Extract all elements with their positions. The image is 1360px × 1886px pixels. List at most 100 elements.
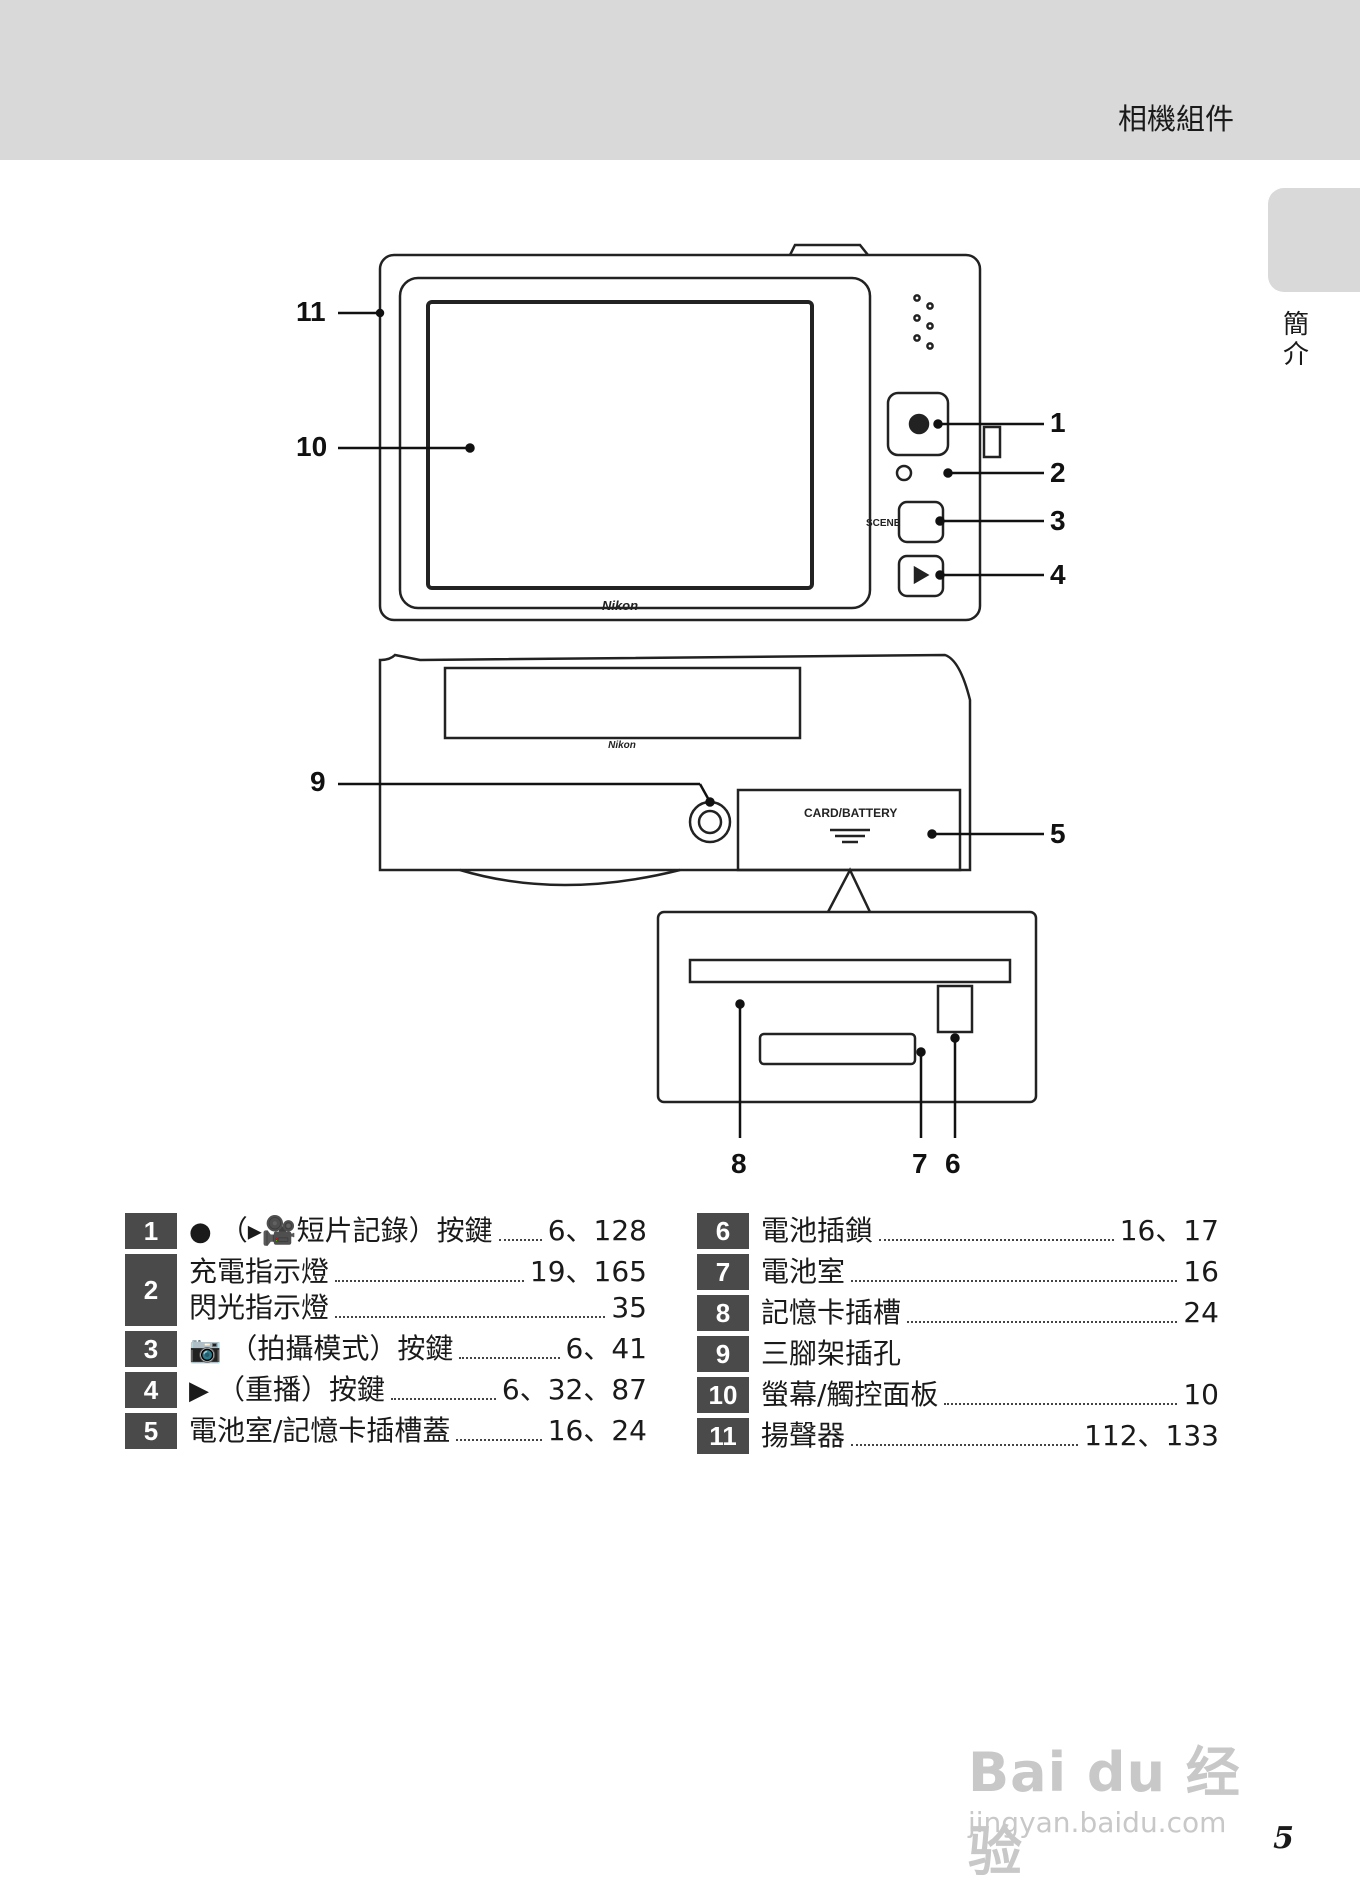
part-label: 充電指示燈: [189, 1255, 330, 1288]
battery-detail: [758, 1032, 917, 1066]
leader-dots: [498, 1238, 542, 1241]
monitor-frame: [398, 276, 872, 610]
page-reference: 16、17: [1119, 1214, 1219, 1247]
page-reference: 6、32、87: [501, 1373, 647, 1406]
parts-table-right: 6 電池插鎖 16、17 7 電池室 16 8 記憶卡插槽 24: [697, 1208, 1219, 1459]
callout-3: 3: [1050, 505, 1066, 536]
part-row: 10 螢幕/觸控面板 10: [697, 1377, 1219, 1413]
part-line: 📷 （拍攝模式）按鍵 6、41: [189, 1331, 647, 1367]
scene-label: SCENE: [866, 518, 901, 529]
part-row: 9 三腳架插孔: [697, 1336, 1219, 1372]
part-label: 電池插鎖: [761, 1214, 874, 1247]
monitor-screen: [426, 300, 814, 590]
part-label: 螢幕/觸控面板: [761, 1378, 939, 1411]
part-line: 三腳架插孔: [761, 1336, 1219, 1372]
playback-triangle: [913, 565, 930, 585]
part-index: 10: [697, 1377, 749, 1413]
part-line: 電池插鎖 16、17: [761, 1213, 1219, 1249]
parts-table-left: 1 ● （▸🎥短片記錄）按鍵 6、128 2 充電指示燈 19、165 閃光指示…: [125, 1208, 647, 1454]
camera-rear-body: [378, 253, 982, 622]
tripod-socket: [688, 800, 732, 844]
part-line: 電池室 16: [761, 1254, 1219, 1290]
part-index: 6: [697, 1213, 749, 1249]
part-row: 3 📷 （拍攝模式）按鍵 6、41: [125, 1331, 647, 1367]
callout-1: 1: [1050, 407, 1066, 438]
page-reference: 19、165: [529, 1255, 647, 1288]
part-line: 揚聲器 112、133: [761, 1418, 1219, 1454]
battery-chamber-detail: [656, 910, 1038, 1104]
watermark-url: jingyan.baidu.com: [968, 1806, 1227, 1839]
bottom-view-monitor: [443, 666, 802, 740]
callout-11: 11: [296, 296, 326, 327]
detail-pointer: [826, 867, 872, 913]
part-index: 7: [697, 1254, 749, 1290]
page-reference: 35: [611, 1291, 647, 1324]
part-label: 揚聲器: [761, 1419, 846, 1452]
watermark: Bai du 经验 jingyan.baidu.com: [968, 1700, 1288, 1883]
part-index: 3: [125, 1331, 177, 1367]
header-band: [0, 0, 1360, 160]
part-row: 2 充電指示燈 19、165 閃光指示燈 35: [125, 1254, 647, 1326]
page-reference: 6、128: [547, 1214, 647, 1247]
part-index: 2: [125, 1254, 177, 1326]
page-title: 相機組件: [1117, 102, 1234, 136]
brand-label-bottom: Nikon: [608, 740, 636, 751]
callout-8: 8: [731, 1148, 747, 1179]
part-label: （重播）按鍵: [217, 1373, 386, 1406]
part-index: 8: [697, 1295, 749, 1331]
camera-icon: 📷: [189, 1335, 222, 1365]
part-line: 電池室/記憶卡插槽蓋 16、24: [189, 1413, 647, 1449]
page-reference: 16、24: [547, 1414, 647, 1447]
part-line: 充電指示燈 19、165: [189, 1254, 647, 1290]
callout-7: 7: [912, 1148, 928, 1179]
page-reference: 112、133: [1084, 1419, 1219, 1452]
strap-eyelet: [982, 425, 1002, 459]
part-line: 螢幕/觸控面板 10: [761, 1377, 1219, 1413]
speaker-grille: [913, 294, 934, 350]
door-latch-icon: [830, 828, 870, 844]
part-index: 9: [697, 1336, 749, 1372]
part-label: 電池室: [761, 1255, 846, 1288]
camera-bottom-body: [378, 653, 972, 872]
part-index: 4: [125, 1372, 177, 1408]
leader-dots: [459, 1356, 560, 1359]
leader-dots: [851, 1443, 1079, 1446]
part-row: 5 電池室/記憶卡插槽蓋 16、24: [125, 1413, 647, 1449]
part-label: 電池室/記憶卡插槽蓋: [189, 1414, 451, 1447]
leader-dots: [851, 1279, 1178, 1282]
leader-dots: [391, 1397, 496, 1400]
part-label: （拍攝模式）按鍵: [229, 1332, 454, 1365]
brand-label-rear: Nikon: [602, 598, 638, 613]
part-label: 三腳架插孔: [761, 1337, 902, 1370]
leader-dots: [456, 1438, 542, 1441]
camera-illustration: Nikon Nikon SCENE CARD/BATTERY: [338, 243, 1044, 1138]
charge-lamp: [895, 464, 913, 482]
callout-5: 5: [1050, 818, 1066, 849]
battery-latch-detail: [936, 984, 974, 1034]
leader-dots: [335, 1279, 524, 1282]
leader-dots: [335, 1315, 606, 1318]
page-number: 5: [1273, 1821, 1294, 1856]
part-row: 4 ▶ （重播）按鍵 6、32、87: [125, 1372, 647, 1408]
callout-2: 2: [1050, 457, 1066, 488]
part-row: 1 ● （▸🎥短片記錄）按鍵 6、128: [125, 1213, 647, 1249]
shutter-button: [788, 243, 869, 256]
part-line: ● （▸🎥短片記錄）按鍵 6、128: [189, 1213, 647, 1249]
part-index: 1: [125, 1213, 177, 1249]
callout-9: 9: [310, 766, 326, 797]
callout-10: 10: [296, 431, 328, 462]
page-reference: 6、41: [565, 1332, 647, 1365]
record-dot-icon: ●: [189, 1217, 212, 1247]
leader-dots: [879, 1238, 1114, 1241]
part-index: 5: [125, 1413, 177, 1449]
playback-icon: ▶: [189, 1376, 209, 1406]
leader-dots: [907, 1320, 1178, 1323]
part-row: 11 揚聲器 112、133: [697, 1418, 1219, 1454]
lens-bulge: [459, 868, 681, 887]
side-tab: [1268, 188, 1360, 292]
callout-4: 4: [1050, 559, 1066, 590]
side-tab-label: 簡介: [1282, 310, 1309, 370]
part-line: ▶ （重播）按鍵 6、32、87: [189, 1372, 647, 1408]
part-index: 11: [697, 1418, 749, 1454]
camera-diagram: Nikon Nikon SCENE CARD/BATTERY 11 10 1 2…: [296, 243, 1066, 1179]
